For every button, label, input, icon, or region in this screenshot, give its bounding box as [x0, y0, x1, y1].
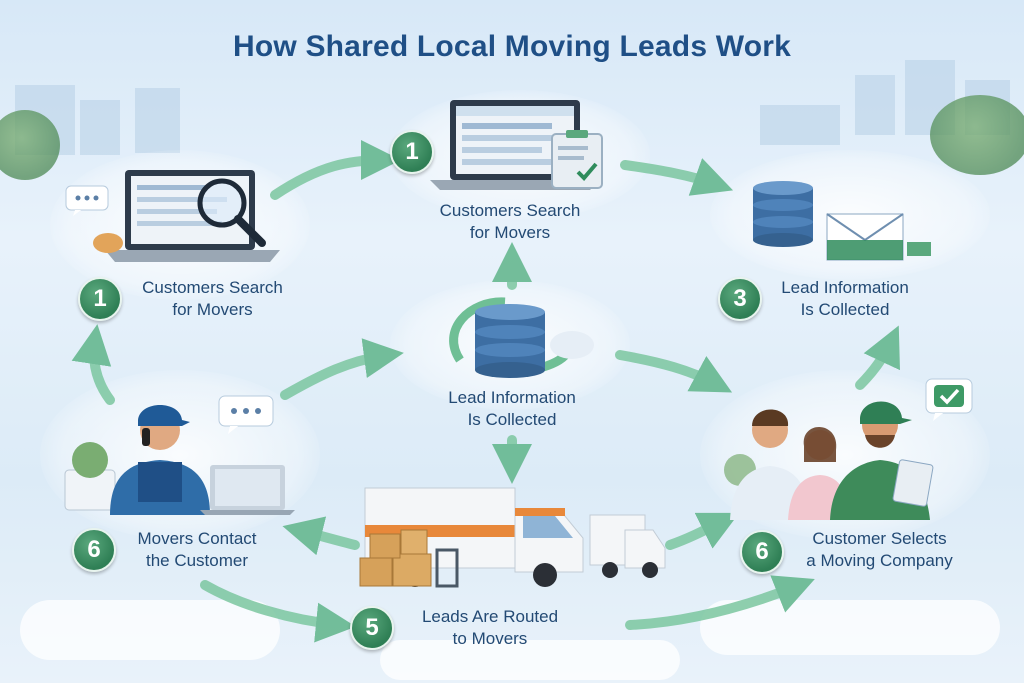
step-label-line: Customers Search [439, 201, 581, 220]
arrow-bottom-right-curve [625, 575, 815, 630]
chat-bubble-icon [218, 395, 274, 434]
city-skyline-left-2 [80, 100, 120, 155]
step-label-line: Leads Are Routed [421, 607, 559, 626]
step-label-line: Lead Information [448, 388, 576, 407]
arrow-bottom-left-curve [200, 580, 356, 643]
laptop-search-icon [93, 170, 280, 262]
city-skyline-left-3 [135, 88, 180, 153]
step-label-line: Is Collected [800, 300, 890, 319]
arrow-bottomleft-to-center [280, 338, 404, 400]
arrow-center-to-bottomright [615, 350, 733, 393]
step-label-customer-selects: Customer Selects a Moving Company [782, 528, 977, 572]
step-number-badge: 6 [72, 528, 116, 572]
customers-with-mover-illustration [724, 401, 934, 520]
boxes-icon [359, 529, 459, 588]
step-label-lead-info-center: Lead Information Is Collected [405, 387, 619, 431]
cloud [20, 600, 280, 660]
page-title: How Shared Local Moving Leads Work [232, 30, 791, 63]
arrow-truck-to-left [282, 516, 360, 556]
step-label-customers-search: Customers Search for Movers [405, 200, 615, 244]
step-label-line: for Movers [172, 300, 253, 319]
step-number-badge: 1 [390, 130, 434, 174]
step-number-badge: 5 [350, 606, 394, 650]
checkmark-bubble-icon [925, 378, 973, 421]
step-label-movers-contact: Movers Contact the Customer [112, 528, 282, 572]
step-number-badge: 3 [718, 277, 762, 321]
arrow-left-to-top [270, 140, 401, 200]
arrow-bottomleft-up [71, 324, 115, 405]
database-cycle-icon [449, 297, 594, 378]
step-label-line: Customers Search [142, 278, 283, 297]
step-number-badge: 1 [78, 277, 122, 321]
arrow-top-to-right [620, 158, 734, 196]
step-number-badge: 6 [740, 530, 784, 574]
cloud [380, 640, 680, 680]
step-label-leads-routed: Leads Are Routed to Movers [395, 606, 585, 650]
step-label-line: a Moving Company [806, 551, 953, 570]
arrow-truck-to-right [665, 512, 740, 550]
step-label-line: for Movers [469, 223, 551, 242]
step-label-line: Customer Selects [812, 529, 947, 548]
mover-on-phone-illustration [64, 405, 295, 515]
step-label-lead-info-right: Lead Information Is Collected [760, 277, 930, 321]
step-label-customers-search-left: Customers Search for Movers [120, 277, 305, 321]
step-label-line: to Movers [452, 629, 528, 648]
city-skyline-mid [760, 105, 840, 145]
database-icon [753, 181, 813, 247]
arrow-bottomright-up [855, 325, 900, 390]
clipboard-check-icon [551, 130, 603, 189]
tree-left [0, 110, 60, 180]
step-label-line: Lead Information [781, 278, 909, 297]
step-label-line: the Customer [145, 551, 249, 570]
chat-bubble-icon [65, 185, 109, 216]
city-skyline-right [855, 75, 895, 135]
tree-right [930, 95, 1024, 175]
step-label-line: Movers Contact [137, 529, 257, 548]
step-label-line: Is Collected [467, 410, 557, 429]
email-icon [826, 213, 931, 261]
cloud [700, 600, 1000, 655]
